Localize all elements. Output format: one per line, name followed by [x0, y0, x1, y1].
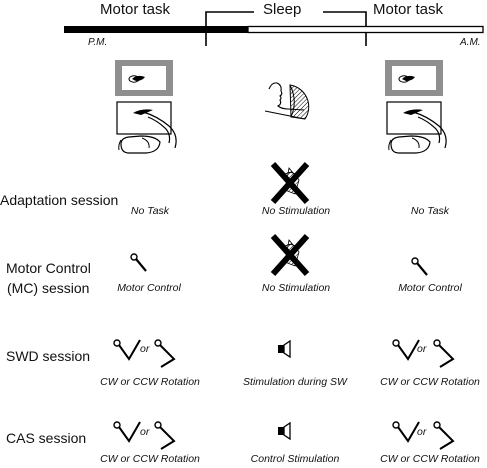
adaptation-pre-sleep-caption: No Task — [131, 205, 170, 217]
swd-sleep-caption: Stimulation during SW — [243, 376, 348, 388]
cas-session-row: CAS session or CW or CCW Rotation Contro… — [6, 421, 480, 465]
timeline: Motor task Sleep Motor task P.M. A.M. — [64, 1, 484, 48]
swd-pre-or: or — [140, 343, 150, 355]
timeline-bar-am — [247, 25, 484, 34]
adaptation-session-label: Adaptation session — [0, 192, 118, 208]
adaptation-session-row: Adaptation session No Task No Stimulatio… — [0, 164, 450, 217]
cas-pre-sleep-caption: CW or CCW Rotation — [100, 453, 200, 463]
cas-session-label: CAS session — [6, 430, 86, 446]
motor-control-session-row: Motor Control (MC) session Motor Control… — [6, 236, 462, 296]
phase-label-motor-task-pm: Motor task — [100, 1, 171, 18]
cross-mark-icon — [273, 236, 307, 274]
swd-session-row: SWD session or CW or CCW Rotation Stimul… — [6, 339, 480, 388]
mc-pre-sleep-caption: Motor Control — [117, 282, 181, 294]
mc-post-sleep-caption: Motor Control — [398, 282, 462, 294]
sleeping-head-eeg-icon — [264, 82, 310, 120]
swd-post-or: or — [417, 343, 427, 355]
adaptation-sleep-caption: No Stimulation — [262, 205, 330, 217]
mc-sleep-caption: No Stimulation — [262, 282, 330, 294]
cas-pre-or: or — [140, 426, 150, 438]
swd-post-sleep-caption: CW or CCW Rotation — [380, 376, 480, 388]
cas-post-sleep-caption: CW or CCW Rotation — [380, 453, 480, 463]
joystick-icon — [410, 256, 429, 277]
joystick-icon — [129, 252, 148, 273]
time-start-label: P.M. — [88, 37, 107, 48]
time-end-label: A.M. — [459, 37, 481, 48]
cross-mark-icon — [273, 164, 307, 202]
mc-session-label-line2: (MC) session — [7, 280, 89, 296]
swd-pre-sleep-caption: CW or CCW Rotation — [100, 376, 200, 388]
phase-label-motor-task-am: Motor task — [373, 1, 444, 18]
swd-session-label: SWD session — [6, 348, 90, 364]
speaker-icon — [277, 340, 291, 358]
subject-at-screen-icon — [384, 59, 447, 154]
mc-session-label-line1: Motor Control — [6, 260, 91, 276]
cas-sleep-caption: Control Stimulation — [251, 453, 340, 463]
sleep-bracket — [205, 11, 367, 46]
phase-label-sleep: Sleep — [263, 1, 301, 18]
speaker-icon — [277, 422, 291, 440]
cas-post-or: or — [417, 426, 427, 438]
timeline-bar-pm — [64, 26, 248, 33]
adaptation-post-sleep-caption: No Task — [411, 205, 450, 217]
subject-at-screen-icon — [114, 59, 177, 154]
